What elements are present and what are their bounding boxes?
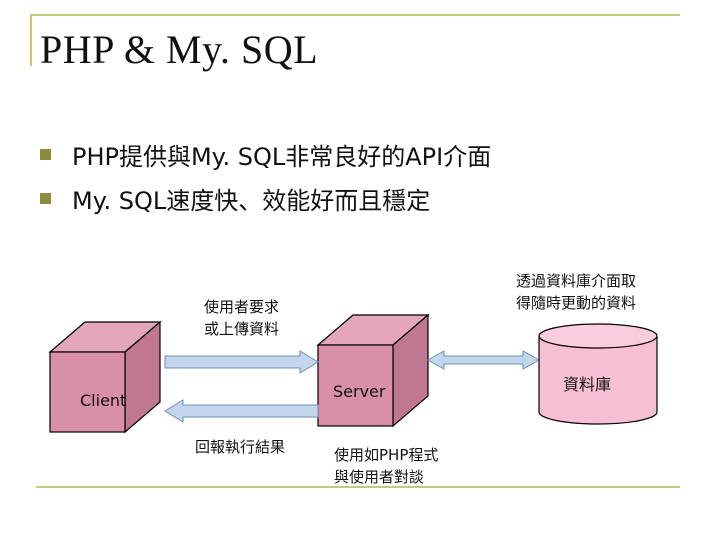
response-note: 回報執行結果 [195,438,286,456]
server-note-line: 與使用者對談 [334,468,425,486]
square-bullet-icon [40,192,51,204]
server-label: Server [333,382,386,401]
server-cube [316,313,430,428]
client-label: Client [80,391,127,410]
server-note-line: 使用如PHP程式 [334,446,439,464]
server-database-arrow [426,350,541,370]
bullet-text: My. SQL速度快、效能好而且穩定 [72,186,431,215]
slide-title: PHP & My. SQL [40,27,319,72]
request-arrow [164,350,319,374]
frame-top-line [30,14,680,16]
response-arrow [164,399,319,423]
database-note-line: 得隨時更動的資料 [516,294,637,312]
database-note-line: 透過資料庫介面取 [516,272,637,290]
bullet-item: PHP提供與My. SQL非常良好的API介面 [40,132,491,176]
bullet-text: PHP提供與My. SQL非常良好的API介面 [72,142,492,171]
client-cube [48,320,162,434]
request-note-line: 使用者要求 [204,298,280,316]
database-cylinder [538,323,658,425]
frame-left-line [30,14,32,66]
database-label: 資料庫 [563,375,612,394]
square-bullet-icon [40,148,51,160]
frame-bottom-line [36,486,680,488]
server-note: 使用如PHP程式 與使用者對談 [334,444,438,488]
request-note-line: 或上傳資料 [204,320,280,338]
bullet-list: PHP提供與My. SQL非常良好的API介面 My. SQL速度快、效能好而且… [40,132,491,220]
database-note: 透過資料庫介面取 得隨時更動的資料 [516,270,636,314]
request-note: 使用者要求 或上傳資料 [204,296,279,340]
bullet-item: My. SQL速度快、效能好而且穩定 [40,176,491,220]
